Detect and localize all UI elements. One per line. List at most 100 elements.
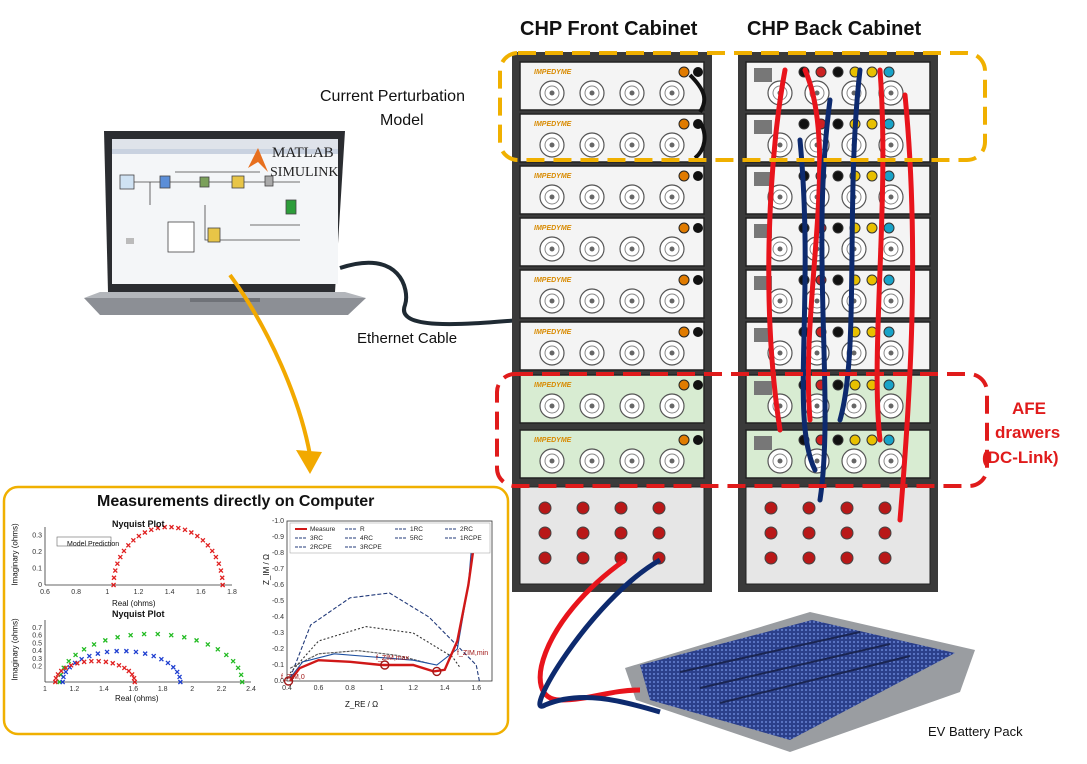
data-point	[110, 660, 116, 666]
data-point	[168, 632, 174, 638]
drawer-port	[883, 118, 895, 130]
data-point	[215, 646, 221, 652]
terminal-icon	[840, 501, 854, 515]
legend-label: 5RC	[410, 535, 423, 542]
terminal-icon	[840, 551, 854, 565]
battery-label: EV Battery Pack	[928, 724, 1023, 739]
terminal-icon	[878, 526, 892, 540]
battery-cable-red	[537, 557, 641, 703]
data-point	[117, 554, 123, 560]
fan-icon	[846, 398, 862, 414]
data-point	[115, 634, 121, 640]
fan-icon	[664, 241, 680, 257]
drawer-port	[832, 274, 844, 286]
fan-icon	[589, 246, 595, 252]
fan-icon	[664, 189, 680, 205]
fan-icon	[629, 298, 635, 304]
fan-icon	[772, 293, 788, 309]
drawer-port	[883, 379, 895, 391]
y-tick-label: 0.2	[32, 549, 42, 556]
data-point	[141, 631, 147, 637]
fan-icon	[589, 403, 595, 409]
terminal-icon	[614, 526, 628, 540]
terminal-icon	[576, 526, 590, 540]
back-cabinet-title: CHP Back Cabinet	[747, 18, 922, 40]
fan-icon	[669, 350, 675, 356]
data-point	[128, 632, 134, 638]
x-tick-label: 1.2	[70, 686, 80, 693]
scope-block	[126, 238, 134, 244]
fan-icon	[624, 137, 640, 153]
data-point	[52, 679, 58, 685]
fan-icon	[544, 85, 560, 101]
drawer-port	[883, 274, 895, 286]
fan-icon	[549, 142, 555, 148]
y-tick-label: 0.2	[32, 664, 42, 671]
data-point	[219, 575, 225, 581]
data-point	[63, 665, 69, 671]
fan-icon	[544, 398, 560, 414]
y-tick-label: -0.2	[272, 646, 284, 653]
drawer-port	[678, 274, 690, 286]
drawer-port	[678, 434, 690, 446]
fan-icon	[777, 142, 783, 148]
x-tick-label: 0.6	[314, 685, 324, 692]
x-tick-label: 2.4	[246, 686, 256, 693]
fan-icon	[584, 345, 600, 361]
measure-curve	[289, 528, 478, 682]
legend-label: 2RCPE	[310, 544, 332, 551]
fan-icon	[629, 90, 635, 96]
drawer-brand: IMPEDYME	[534, 437, 572, 444]
drawer-brand: IMPEDYME	[534, 329, 572, 336]
ethernet-cable	[339, 260, 521, 327]
data-point	[182, 527, 188, 533]
data-point	[111, 582, 117, 588]
y-tick-label: 0.0	[274, 678, 284, 685]
x-tick-label: 1.6	[471, 685, 481, 692]
fan-icon	[584, 85, 600, 101]
terminal-icon	[802, 501, 816, 515]
y-tick-label: 0.4	[32, 648, 42, 655]
terminal-icon	[764, 501, 778, 515]
drawer-port	[866, 274, 878, 286]
ethernet-label: Ethernet Cable	[357, 330, 458, 347]
drawer-port	[832, 66, 844, 78]
data-point	[175, 525, 181, 531]
chp-cabinets: IMPEDYMEIMPEDYMEIMPEDYMEIMPEDYMEIMPEDYME…	[512, 52, 938, 592]
fan-icon	[883, 85, 899, 101]
data-point	[165, 660, 171, 666]
y-tick-label: -0.7	[272, 566, 284, 573]
terminal-icon	[764, 551, 778, 565]
x-tick-label: 0.4	[282, 685, 292, 692]
fan-icon	[669, 90, 675, 96]
drawer-port	[832, 326, 844, 338]
fan-icon	[549, 246, 555, 252]
data-point	[66, 658, 72, 664]
legend-label: 3RC	[310, 535, 323, 542]
data-point	[142, 651, 148, 657]
drawer-brand: IMPEDYME	[534, 121, 572, 128]
fan-icon	[589, 142, 595, 148]
fan-icon	[624, 241, 640, 257]
drawer-port	[883, 170, 895, 182]
drawer-port	[883, 222, 895, 234]
fan-icon	[777, 246, 783, 252]
fan-icon	[629, 403, 635, 409]
data-point	[162, 524, 168, 530]
chart2-title: Nyquist Plot	[112, 609, 165, 619]
data-point	[86, 653, 92, 659]
y-tick-label: -0.3	[272, 630, 284, 637]
fan-icon	[888, 90, 894, 96]
drawer-port	[815, 66, 827, 78]
drawer-port	[849, 379, 861, 391]
fan-icon	[549, 90, 555, 96]
fan-icon	[888, 458, 894, 464]
fan-icon	[669, 142, 675, 148]
fan-icon	[629, 194, 635, 200]
y-tick-label: 0.6	[32, 633, 42, 640]
fan-icon	[549, 350, 555, 356]
drawer-port	[693, 275, 703, 285]
fan-icon	[624, 293, 640, 309]
fan-icon	[888, 298, 894, 304]
chart1-title: Nyquist Plot	[112, 519, 165, 529]
